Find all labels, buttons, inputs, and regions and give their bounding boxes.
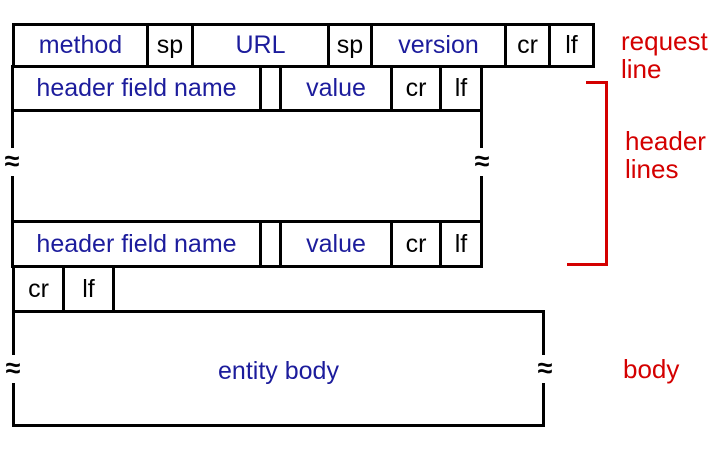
break-squiggle-icon: ≈ <box>533 355 557 383</box>
header-lines-bracket <box>605 81 608 266</box>
cell-lf-2: lf <box>454 74 468 102</box>
cell-lf-1: lf <box>565 31 578 59</box>
cell-cr-1: cr <box>507 26 551 65</box>
cell-value: value <box>282 68 393 109</box>
header-lines-label: header lines <box>625 126 706 185</box>
header-continuation-box <box>11 109 483 223</box>
cell-cr-4: cr <box>15 268 65 310</box>
request-line-row: method sp URL sp version cr lf <box>12 23 595 68</box>
cell-header-field-name: header field name <box>14 223 262 265</box>
entity-body-box: entity body <box>12 310 545 427</box>
cell-lf-3: lf <box>454 229 468 258</box>
cell-method: method <box>15 26 149 65</box>
body-label: body <box>623 354 680 384</box>
break-squiggle-icon: ≈ <box>0 148 24 176</box>
header-lines-bracket-top-tick <box>586 81 608 84</box>
cell-separator-blank <box>262 223 282 265</box>
cell-sp-1: sp <box>149 26 194 65</box>
cell-cr-3: cr <box>393 223 442 265</box>
header-line-row-last: header field name value cr lf <box>11 220 483 268</box>
request-line-label: request line <box>621 26 708 85</box>
cell-value: value <box>282 223 393 265</box>
cell-separator-blank <box>262 68 282 109</box>
blank-line-row: cr lf <box>12 265 115 313</box>
cell-sp-2: sp <box>330 26 373 65</box>
entity-body-label: entity body <box>218 357 339 385</box>
cell-header-field-name: header field name <box>14 68 262 109</box>
cell-lf-4: lf <box>82 274 95 303</box>
header-line-row-first: header field name value cr lf <box>11 65 483 112</box>
cell-cr-2: cr <box>393 68 442 109</box>
break-squiggle-icon: ≈ <box>470 148 494 176</box>
header-lines-bracket-bottom-tick <box>567 263 608 266</box>
cell-version: version <box>373 26 507 65</box>
break-squiggle-icon: ≈ <box>1 355 25 383</box>
cell-url: URL <box>194 26 330 65</box>
